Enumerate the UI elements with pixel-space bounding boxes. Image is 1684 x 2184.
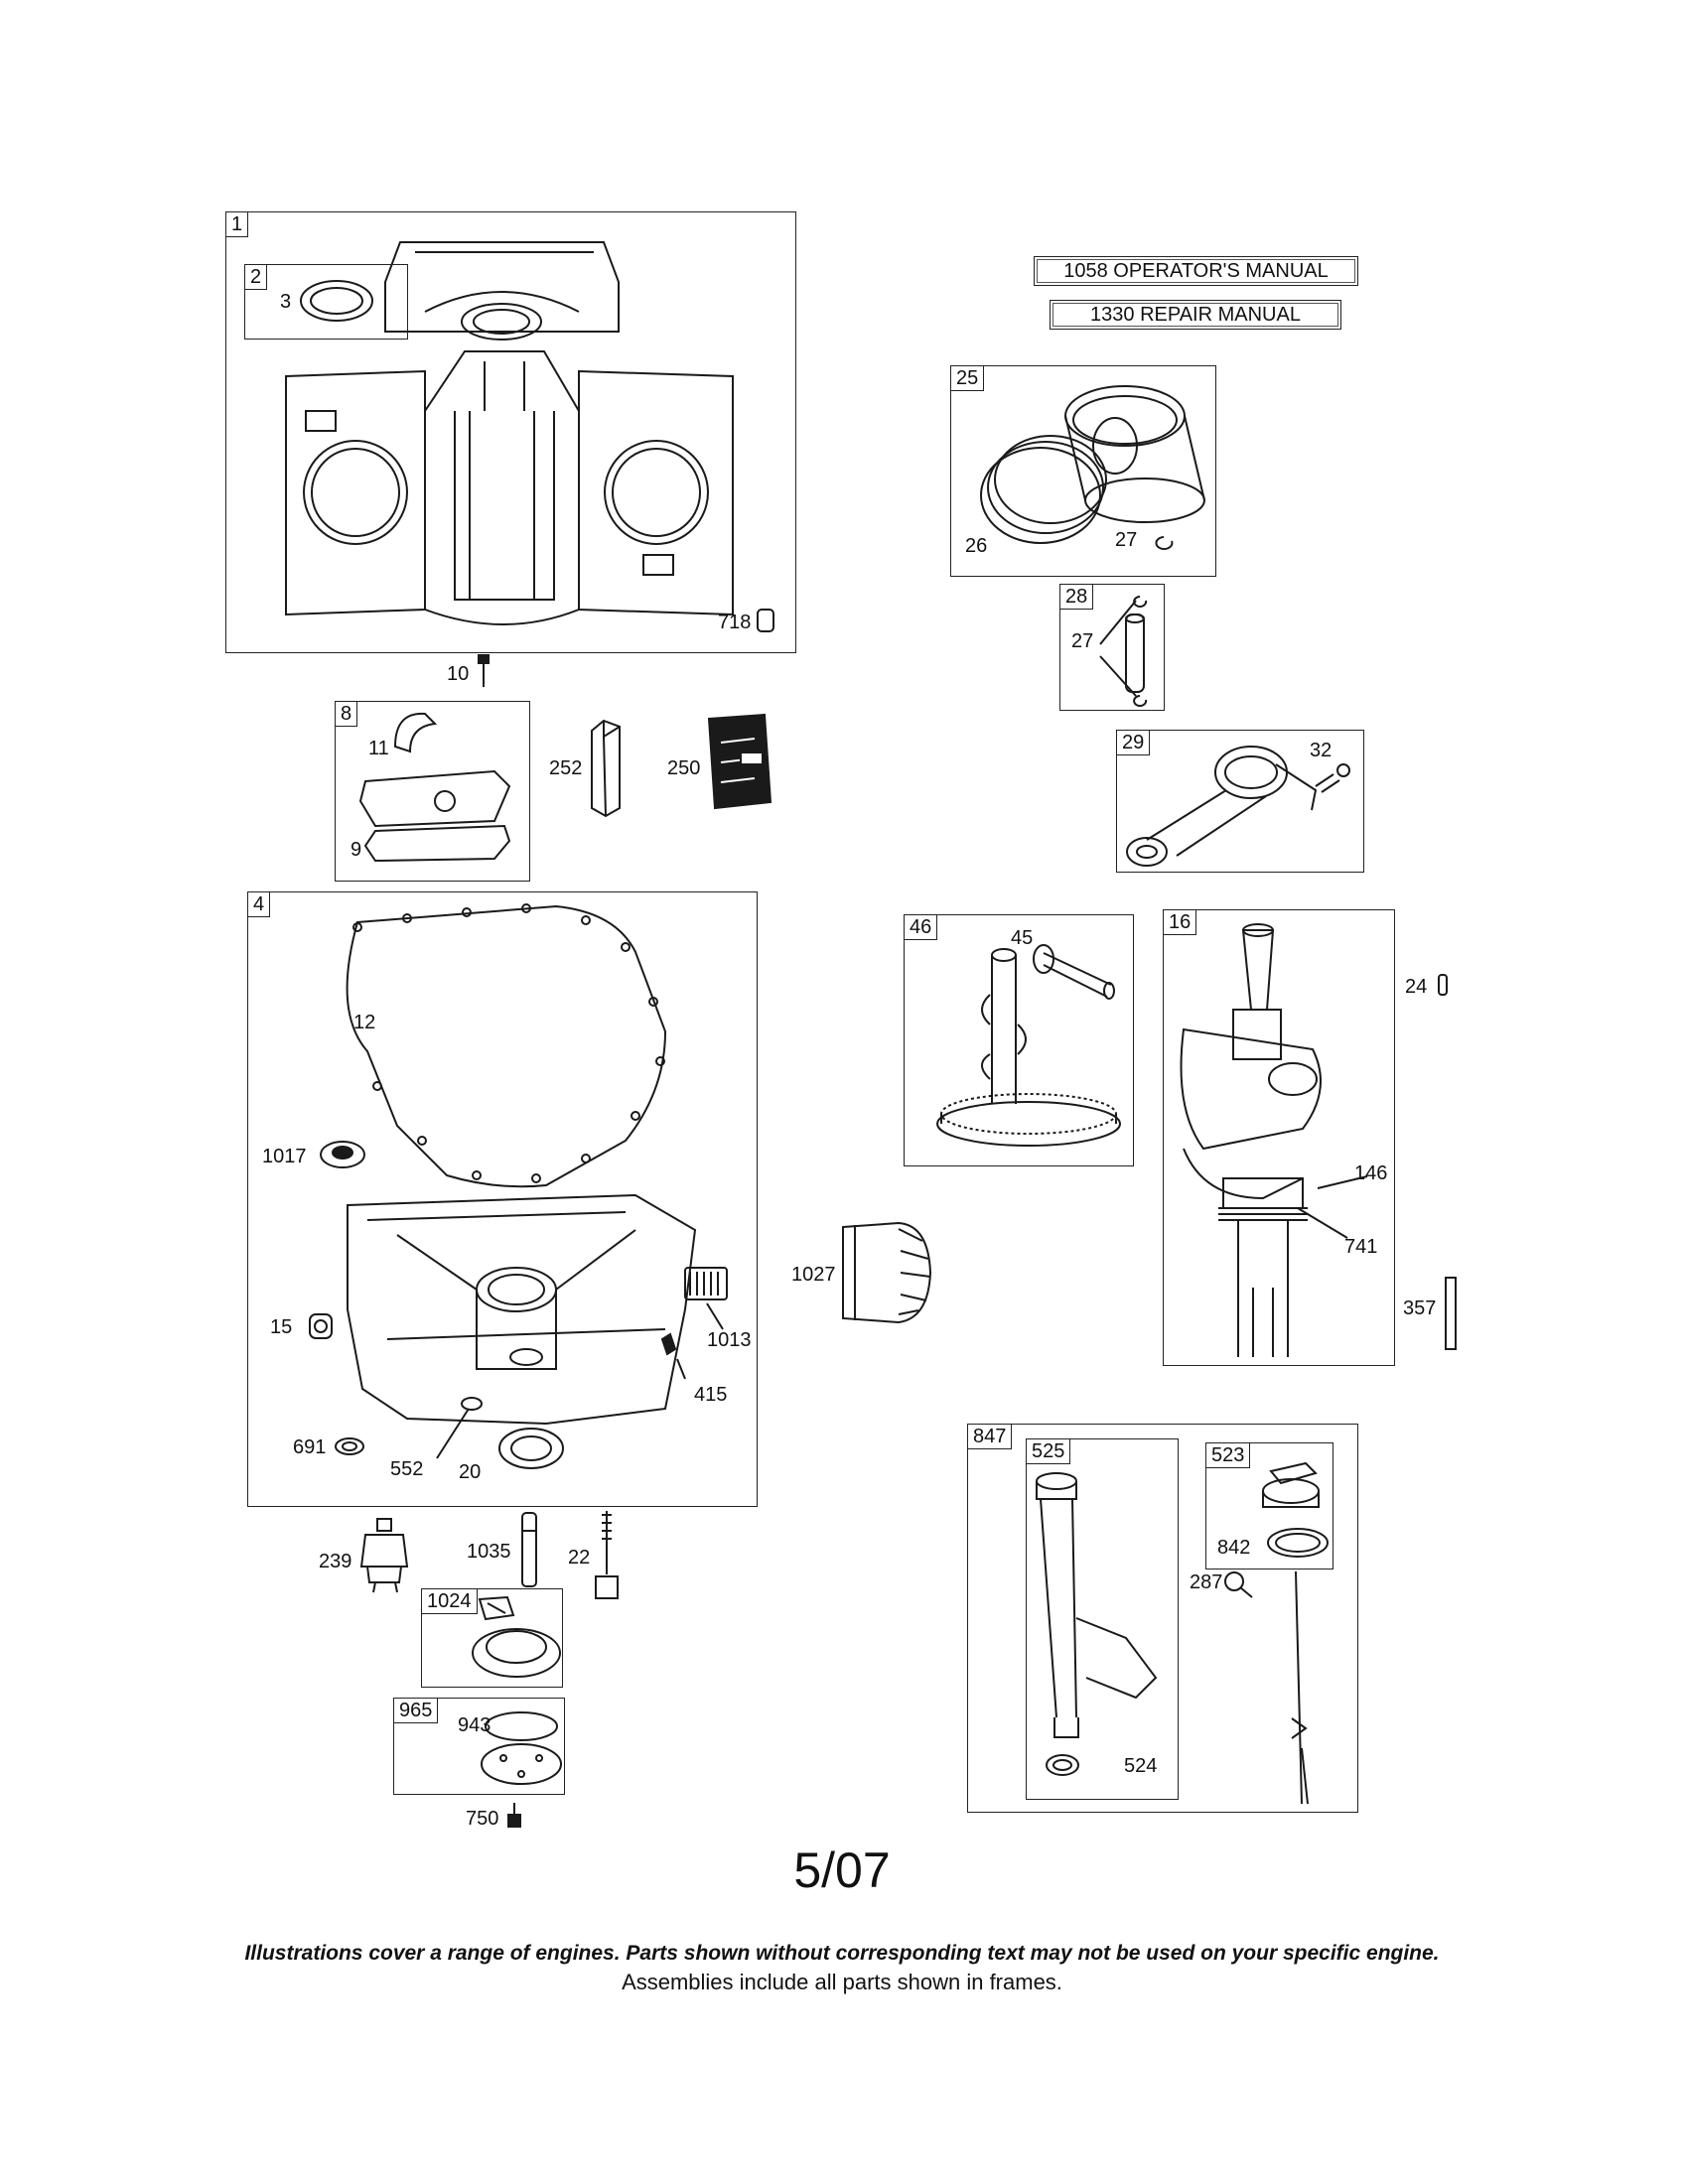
bolt-22-icon xyxy=(595,1511,619,1599)
frame-25-tag: 25 xyxy=(950,365,985,391)
dipstick-blade-drawing xyxy=(1291,1570,1309,1805)
frame-29-tag: 29 xyxy=(1116,730,1151,755)
crankcase-drawing xyxy=(309,903,728,1469)
screw-750-icon xyxy=(507,1803,521,1828)
operators-manual-box: 1058 OPERATOR'S MANUAL xyxy=(1034,256,1358,286)
part-label-691: 691 xyxy=(293,1436,327,1458)
bolt-10-icon xyxy=(478,654,490,687)
part-label-27-pin: 27 xyxy=(1071,630,1094,652)
breather-drawing xyxy=(358,712,511,863)
frame-965-cover: 965 943 xyxy=(393,1698,565,1795)
part-label-842: 842 xyxy=(1217,1537,1251,1559)
frame-8-tag: 8 xyxy=(335,701,358,727)
part-label-750: 750 xyxy=(466,1808,499,1830)
assemblies-note: Assemblies include all parts shown in fr… xyxy=(622,1970,1062,1994)
part-label-146: 146 xyxy=(1354,1162,1388,1184)
frame-1-cylinder-block: 1 2 3 718 xyxy=(225,211,796,653)
page-date: 5/07 xyxy=(793,1843,891,1898)
seal-ring-drawing xyxy=(300,280,373,322)
part-label-27-piston: 27 xyxy=(1115,529,1138,551)
frame-525-tag: 525 xyxy=(1026,1438,1071,1464)
part-label-24: 24 xyxy=(1405,976,1428,998)
frame-4-crankcase: 4 12 1017 15 1013 415 691 552 20 xyxy=(247,891,758,1507)
frame-1-tag: 1 xyxy=(225,211,249,237)
frame-28-tag: 28 xyxy=(1059,584,1094,610)
part-label-11: 11 xyxy=(368,738,389,759)
part-label-22: 22 xyxy=(568,1547,591,1569)
oil-pump-drawing xyxy=(472,1595,561,1678)
part-label-1035: 1035 xyxy=(467,1541,511,1563)
cover-plate-drawing xyxy=(481,1711,562,1785)
frame-25-piston: 25 26 27 xyxy=(950,365,1216,577)
frame-847-tag: 847 xyxy=(967,1424,1013,1449)
pre-cleaner-250-icon xyxy=(707,713,772,810)
piston-drawing xyxy=(980,385,1205,550)
part-label-943: 943 xyxy=(458,1714,491,1736)
frame-1024-tag: 1024 xyxy=(421,1588,478,1614)
frame-46-tag: 46 xyxy=(904,914,938,940)
frame-525-dipstick-tube: 525 524 xyxy=(1026,1438,1179,1800)
repair-manual-label: 1330 REPAIR MANUAL xyxy=(1090,304,1301,326)
part-label-252: 252 xyxy=(549,757,583,779)
part-label-1017: 1017 xyxy=(262,1146,307,1167)
operators-manual-label: 1058 OPERATOR'S MANUAL xyxy=(1063,260,1329,282)
part-label-741: 741 xyxy=(1344,1236,1378,1258)
part-label-3: 3 xyxy=(280,291,292,313)
frame-1024-oil-pump: 1024 xyxy=(421,1588,563,1688)
part-label-10: 10 xyxy=(447,663,470,685)
part-label-718: 718 xyxy=(718,612,752,633)
part-label-32: 32 xyxy=(1310,740,1333,761)
oil-pressure-switch-239-icon xyxy=(359,1518,409,1593)
air-filter-252-icon xyxy=(591,719,621,818)
piston-pin-drawing xyxy=(1099,596,1148,707)
frame-16-tag: 16 xyxy=(1163,909,1197,935)
part-label-20: 20 xyxy=(459,1461,482,1483)
crankshaft-drawing xyxy=(1180,923,1368,1357)
disclaimer-text: Illustrations cover a range of engines. … xyxy=(244,1942,1440,1965)
part-label-239: 239 xyxy=(319,1551,352,1572)
frame-965-tag: 965 xyxy=(393,1698,439,1723)
screw-287-icon xyxy=(1224,1571,1253,1598)
key-24-icon xyxy=(1438,974,1448,996)
frame-2-tag: 2 xyxy=(244,264,268,290)
frame-16-crankshaft: 16 146 741 xyxy=(1163,909,1395,1366)
frame-4-tag: 4 xyxy=(247,891,271,917)
connecting-rod-drawing xyxy=(1126,746,1350,867)
part-label-12: 12 xyxy=(353,1012,376,1033)
part-label-26: 26 xyxy=(965,535,988,557)
shaft-1035-icon xyxy=(521,1512,537,1587)
frame-8-breather: 8 11 9 xyxy=(335,701,530,882)
frame-847-dipstick-assembly: 847 525 524 523 842 287 xyxy=(967,1424,1358,1813)
part-label-1013: 1013 xyxy=(707,1329,752,1351)
cylinder-block-drawing xyxy=(285,241,774,632)
part-label-415: 415 xyxy=(694,1384,728,1406)
part-label-9: 9 xyxy=(351,839,362,861)
camshaft-drawing xyxy=(936,944,1121,1147)
part-label-524: 524 xyxy=(1124,1755,1158,1777)
frame-28-piston-pin: 28 27 xyxy=(1059,584,1165,711)
frame-46-camshaft: 46 45 xyxy=(904,914,1134,1166)
key-357-icon xyxy=(1445,1277,1457,1350)
frame-523-tag: 523 xyxy=(1205,1442,1251,1468)
part-label-287: 287 xyxy=(1190,1571,1223,1593)
dipstick-cap-drawing xyxy=(1262,1461,1329,1558)
frame-29-connecting-rod: 29 32 xyxy=(1116,730,1364,873)
part-label-357: 357 xyxy=(1403,1297,1437,1319)
frame-2-seal: 2 3 xyxy=(244,264,408,340)
oil-filter-1027-icon xyxy=(842,1221,932,1324)
part-label-250: 250 xyxy=(667,757,701,779)
frame-523-dipstick: 523 842 xyxy=(1205,1442,1333,1570)
part-label-45: 45 xyxy=(1011,927,1034,949)
part-label-552: 552 xyxy=(390,1458,424,1480)
part-label-1027: 1027 xyxy=(791,1264,836,1286)
part-label-15: 15 xyxy=(270,1316,293,1338)
dipstick-tube-drawing xyxy=(1036,1472,1158,1776)
repair-manual-box: 1330 REPAIR MANUAL xyxy=(1050,300,1341,330)
